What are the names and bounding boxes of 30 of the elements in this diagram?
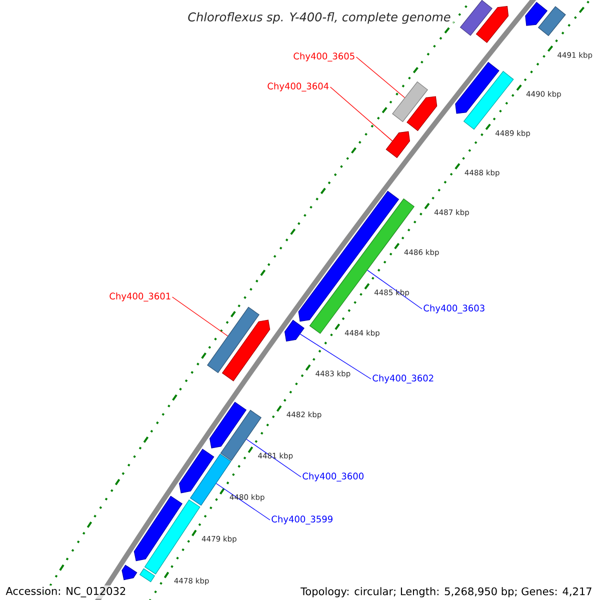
- gene-block: [476, 6, 509, 43]
- leader-line: [356, 56, 406, 98]
- title: Chloroflexus sp. Y-400-fl, complete genome: [184, 9, 454, 27]
- gene-block: [455, 62, 500, 114]
- gene-label: Chy400_3605: [294, 52, 354, 62]
- gene-block: [406, 96, 438, 132]
- gene-block: [525, 2, 548, 26]
- gene-label: Chy400_3601: [110, 292, 170, 302]
- leader-line: [300, 334, 372, 380]
- gene-block: [178, 448, 214, 494]
- gene-label: Chy400_3600: [302, 472, 364, 482]
- gene-label: Chy400_3599: [272, 516, 332, 524]
- leader-line: [246, 438, 302, 478]
- gene-block: [386, 131, 410, 158]
- leader-line: [172, 296, 228, 336]
- gene-block: [207, 306, 260, 374]
- gene-label: Chy400_3603: [424, 304, 484, 314]
- leader-line: [216, 483, 270, 520]
- gene-block: [134, 496, 183, 562]
- gene-block: [538, 6, 566, 36]
- gene-label: Chy400_3602: [372, 374, 434, 384]
- gene-block: [222, 320, 270, 382]
- leader-line: [330, 86, 393, 142]
- gene-block: [190, 454, 232, 506]
- accession-text: Accession: NC_012032: [4, 585, 128, 599]
- genome-info-text: Topology: circular; Length: 5,268,950 bp; Genes: 4,217: [299, 586, 594, 599]
- gene-block: [460, 0, 492, 36]
- gene-label: Chy400_3604: [268, 82, 329, 92]
- leader-line: [367, 270, 422, 310]
- gene-block: [122, 564, 138, 580]
